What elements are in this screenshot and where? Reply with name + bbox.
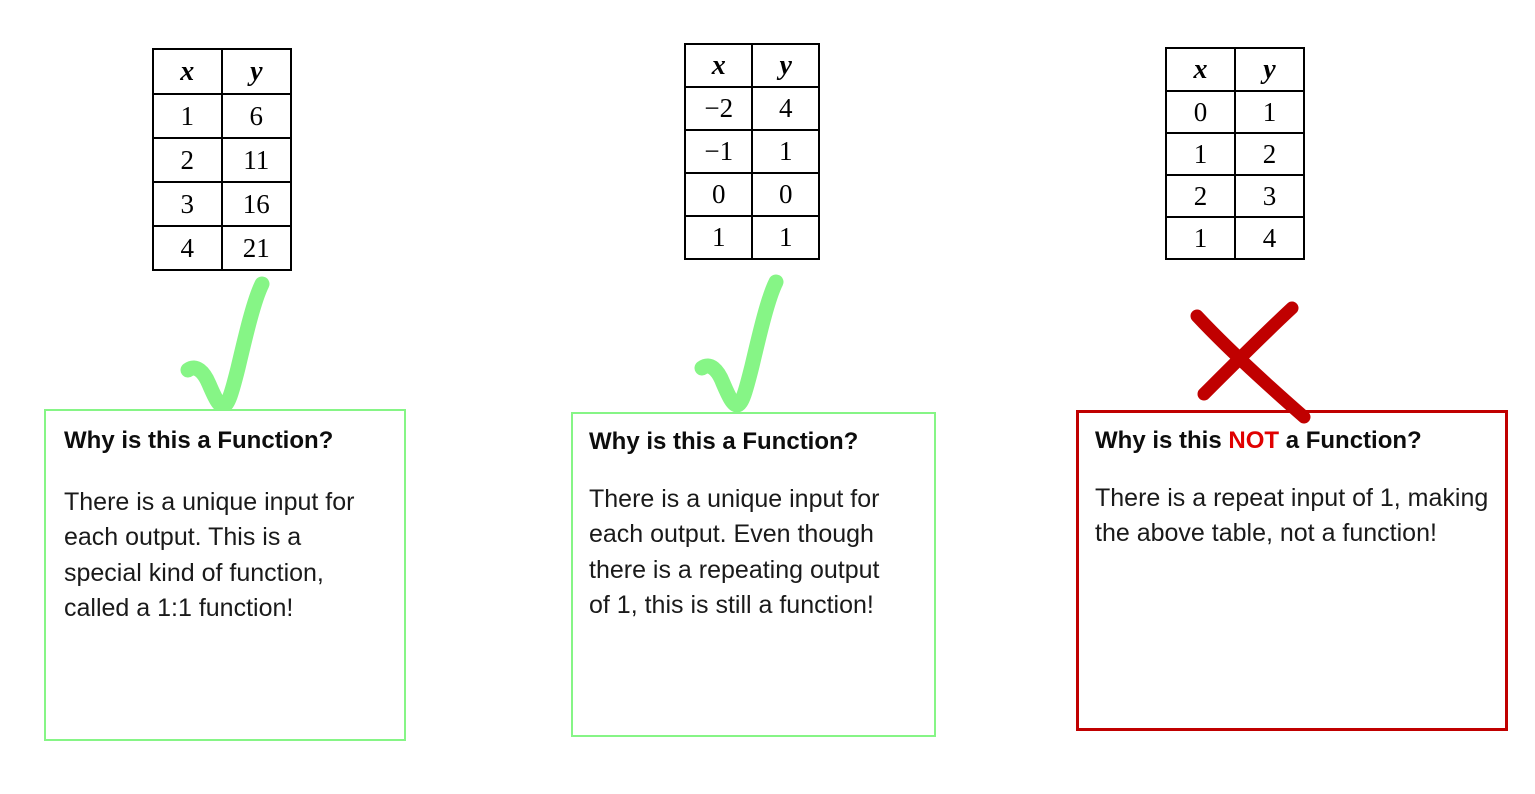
table-header-x: x — [683, 43, 754, 88]
cell-y: 4 — [751, 86, 820, 131]
table-header-x: x — [1165, 47, 1236, 92]
cell-y: 3 — [1234, 174, 1305, 218]
check-mark-icon-1 — [178, 272, 288, 414]
cell-y: 1 — [751, 129, 820, 174]
check-mark-icon-2 — [690, 268, 800, 413]
cell-x: 1 — [683, 215, 754, 260]
table-header-y: y — [220, 48, 293, 95]
cell-x: 2 — [1165, 174, 1236, 218]
explanation-body-3: There is a repeat input of 1, making the… — [1095, 483, 1489, 548]
title-text-before: Why is this a Function? — [589, 428, 859, 455]
cell-y: 2 — [1234, 132, 1305, 176]
cell-x: −2 — [683, 86, 754, 131]
explanation-box-1: Why is this a Function? There is a uniqu… — [44, 409, 406, 741]
cell-x: 1 — [152, 93, 223, 139]
cell-x: 4 — [152, 225, 223, 271]
table-row: 4 21 — [152, 225, 293, 271]
title-emphasis-not: NOT — [1228, 427, 1280, 454]
table-header-x: x — [152, 48, 223, 95]
cell-x: 3 — [152, 181, 223, 227]
cell-y: 21 — [220, 225, 293, 271]
table-header-y: y — [751, 43, 820, 88]
cell-x: 0 — [1165, 90, 1236, 134]
cell-x: −1 — [683, 129, 754, 174]
table-row: 0 1 — [1165, 90, 1305, 134]
cell-x: 1 — [1165, 216, 1236, 260]
table-row: 2 11 — [152, 137, 293, 183]
cell-x: 2 — [152, 137, 223, 183]
table-row: 3 16 — [152, 181, 293, 227]
cell-y: 1 — [751, 215, 820, 260]
cell-y: 1 — [1234, 90, 1305, 134]
table-header-y: y — [1234, 47, 1305, 92]
explanation-box-3: Why is this NOT a Function? There is a r… — [1076, 410, 1508, 731]
title-text-before: Why is this — [1095, 427, 1229, 454]
cell-y: 4 — [1234, 216, 1305, 260]
table-row: 2 3 — [1165, 174, 1305, 218]
explanation-title-3: Why is this NOT a Function? — [1095, 427, 1505, 455]
explanation-title-1: Why is this a Function? — [64, 427, 404, 455]
table-row: 0 0 — [683, 172, 820, 217]
table-row: 1 6 — [152, 93, 293, 139]
table-row: 1 1 — [683, 215, 820, 260]
function-table-2: x y −2 4 −1 1 0 0 1 1 — [683, 43, 820, 260]
explanation-body-1: There is a unique input for each output.… — [64, 487, 355, 623]
cell-y: 16 — [220, 181, 293, 227]
table-row: −2 4 — [683, 86, 820, 131]
cross-mark-icon-3 — [1182, 276, 1327, 424]
title-text-before: Why is this a Function? — [64, 427, 334, 454]
table-row: 1 2 — [1165, 132, 1305, 176]
title-text-after: a Function? — [1279, 427, 1422, 454]
cell-y: 6 — [220, 93, 293, 139]
function-table-3: x y 0 1 1 2 2 3 1 4 — [1165, 47, 1305, 260]
cell-x: 0 — [683, 172, 754, 217]
cell-y: 0 — [751, 172, 820, 217]
table-row: 1 4 — [1165, 216, 1305, 260]
function-table-1: x y 1 6 2 11 3 16 4 21 — [152, 48, 293, 271]
cell-x: 1 — [1165, 132, 1236, 176]
table-row: −1 1 — [683, 129, 820, 174]
explanation-box-2: Why is this a Function? There is a uniqu… — [571, 412, 936, 737]
table-header-row: x y — [683, 43, 820, 88]
table-header-row: x y — [152, 48, 293, 95]
explanation-title-2: Why is this a Function? — [589, 428, 934, 456]
explanation-body-2: There is a unique input for each output.… — [589, 484, 880, 620]
table-header-row: x y — [1165, 47, 1305, 92]
cell-y: 11 — [220, 137, 293, 183]
